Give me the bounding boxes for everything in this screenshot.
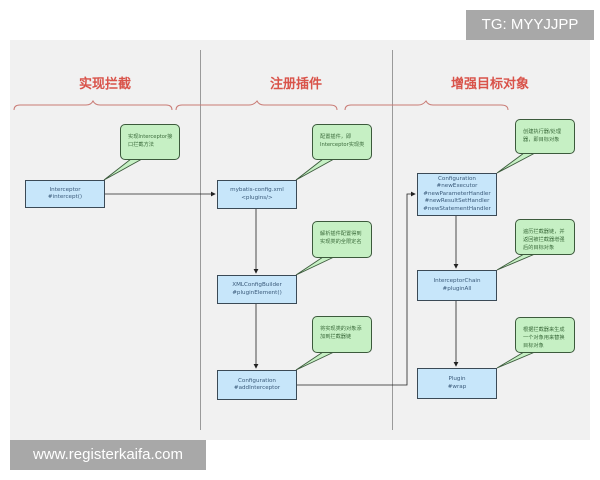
callout-parse-plugin: 解析插件配置得到实现类的全限定名 bbox=[312, 221, 372, 258]
plugin-wrap-box: Plugin #wrap bbox=[417, 368, 497, 399]
box-line: Interceptor bbox=[49, 186, 81, 193]
configuration-add-interceptor-box: Configuration #addInterceptor bbox=[217, 370, 297, 400]
column-title-register-plugin: 注册插件 bbox=[269, 77, 322, 92]
callout-traverse-chain: 遍历拦截器链，并返回被拦截器增强后的目标对象 bbox=[515, 219, 575, 255]
column-title-enhance-target: 增强目标对象 bbox=[450, 77, 529, 92]
interceptor-intercept-box: Interceptor #intercept() bbox=[25, 180, 105, 208]
column-divider-2 bbox=[392, 50, 393, 430]
configuration-new-handlers-box: Configuration #newExecutor #newParameter… bbox=[417, 173, 497, 216]
box-line: #wrap bbox=[447, 383, 467, 390]
box-line: Configuration bbox=[238, 377, 276, 384]
box-line: #intercept() bbox=[47, 194, 83, 200]
callout-create-target: 创建执行器/处理器，即目标对象 bbox=[515, 119, 575, 154]
brace-col3 bbox=[344, 100, 509, 111]
site-watermark: www.registerkaifa.com bbox=[10, 440, 206, 470]
interceptor-chain-box: InterceptorChain #pluginAll bbox=[417, 270, 497, 301]
callout-implement-interceptor: 实现Interceptor接口拦截方法 bbox=[120, 124, 180, 160]
box-line: #newExecutor bbox=[436, 183, 478, 190]
box-line: XMLConfigBuilder bbox=[232, 282, 282, 288]
box-line: mybatis-config.xml bbox=[230, 187, 284, 193]
box-line: <plugins/> bbox=[241, 194, 273, 201]
callout-add-to-chain: 将实现类的对象添加到拦截器链 bbox=[312, 316, 372, 353]
box-line: #addInterceptor bbox=[233, 385, 281, 391]
brace-col1 bbox=[13, 99, 173, 111]
callout-generate-proxy: 根据拦截器来生成一个对象用来替换目标对象 bbox=[515, 317, 575, 353]
mybatis-config-box: mybatis-config.xml <plugins/> bbox=[217, 180, 297, 209]
box-line: #pluginElement() bbox=[232, 289, 282, 296]
box-line: #newParameterHandler bbox=[423, 190, 491, 197]
box-line: Configuration bbox=[438, 175, 476, 182]
xml-config-builder-box: XMLConfigBuilder #pluginElement() bbox=[217, 275, 297, 304]
box-line: #pluginAll bbox=[442, 285, 472, 292]
box-line: Plugin bbox=[448, 376, 466, 382]
tg-watermark: TG: MYYJJPP bbox=[466, 10, 594, 40]
box-line: #newStatementHandler bbox=[423, 205, 491, 212]
brace-col2 bbox=[175, 100, 338, 111]
column-title-implement-intercept: 实现拦截 bbox=[78, 77, 131, 92]
box-line: InterceptorChain bbox=[433, 278, 481, 284]
box-line: #newResultSetHandler bbox=[424, 198, 490, 205]
column-divider-1 bbox=[200, 50, 201, 430]
callout-configure-plugin: 配置插件，即Interceptor实现类 bbox=[312, 124, 372, 160]
